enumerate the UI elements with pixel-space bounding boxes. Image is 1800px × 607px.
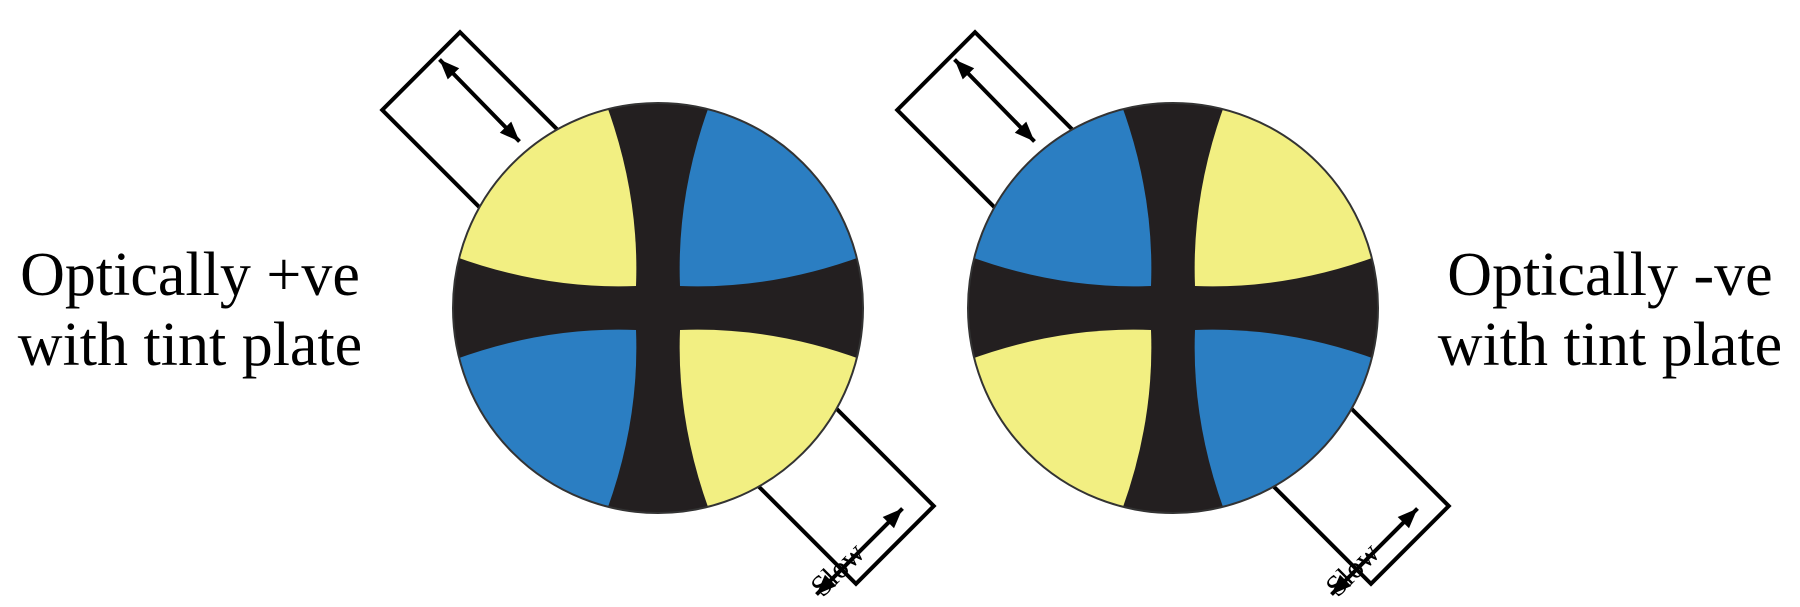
interference-figure-1: Slow [382,32,934,603]
quadrant-bottom-left [948,330,1151,533]
quadrant-bottom-left [433,330,636,533]
quadrant-top-right [680,83,883,286]
quadrant-top-right [1195,83,1398,286]
interference-figure-2: Slow [897,32,1449,603]
